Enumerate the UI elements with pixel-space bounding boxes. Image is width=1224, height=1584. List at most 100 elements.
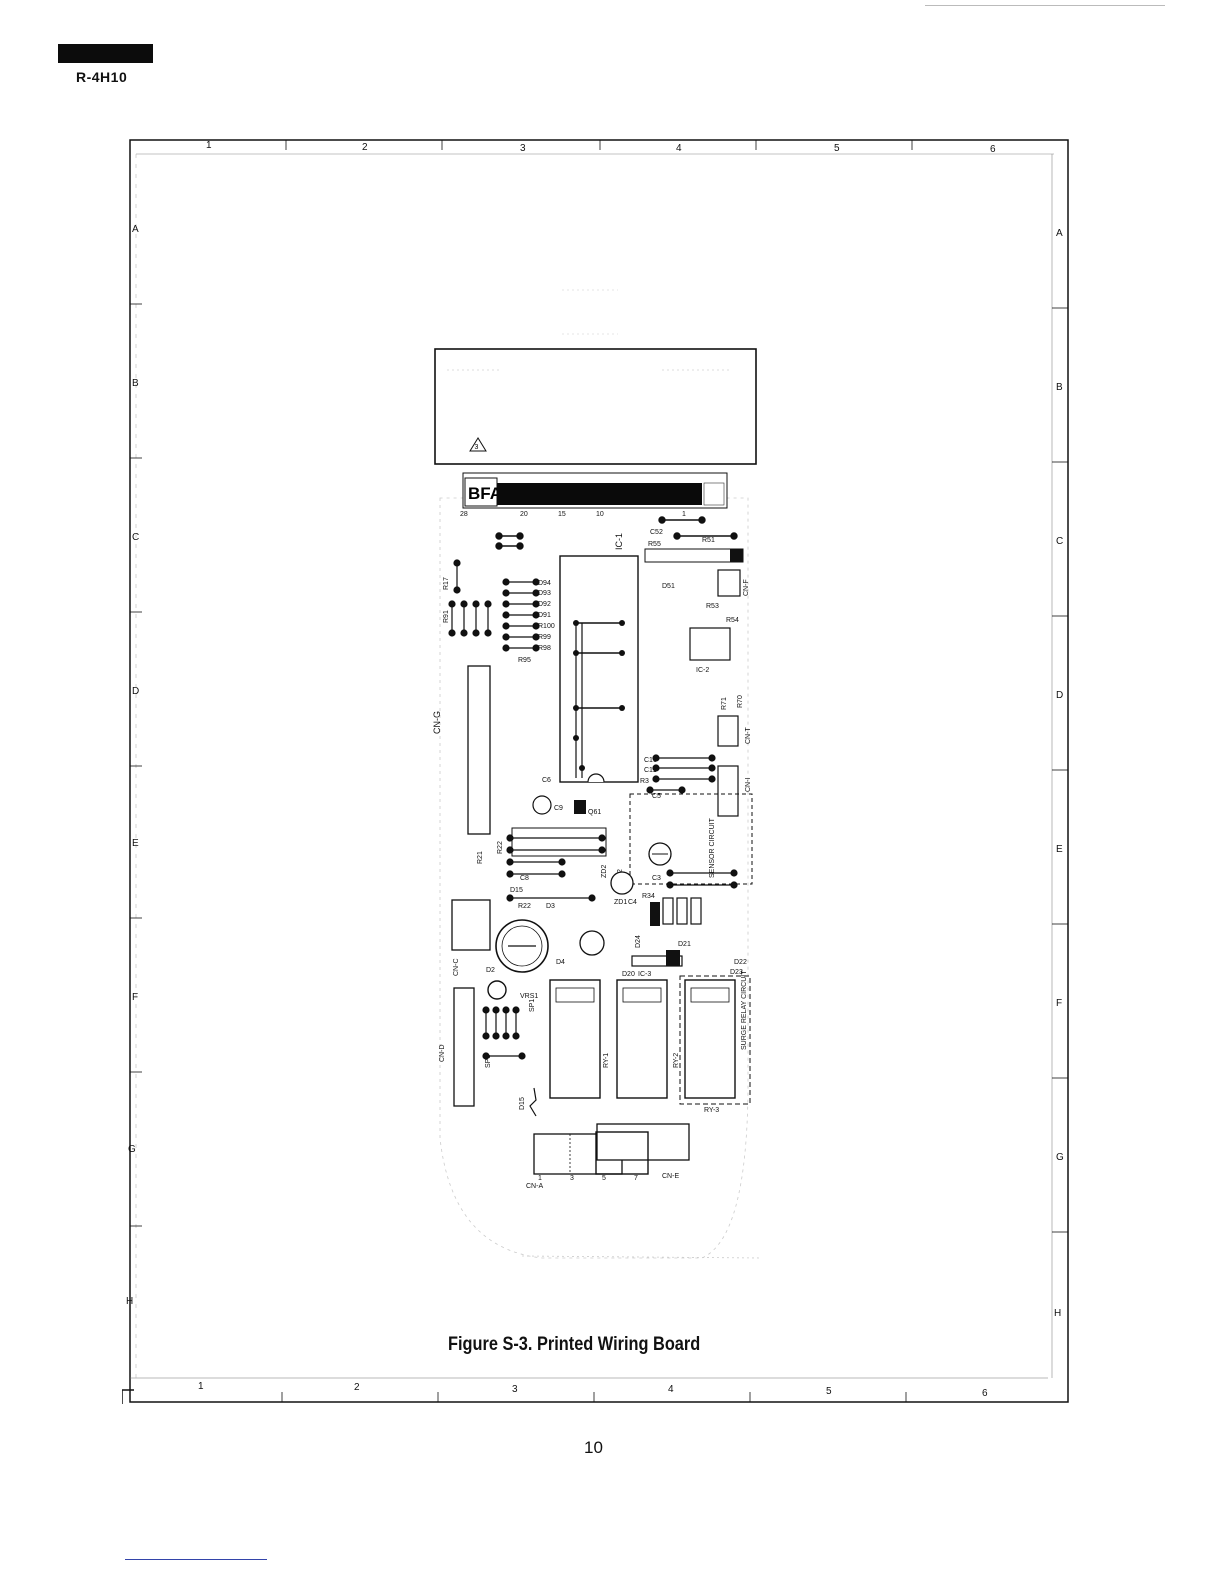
svg-text:D92: D92: [538, 601, 551, 608]
pwb-board: 3 BFA 28 20 15 10 1 IC-1: [432, 289, 763, 1259]
model-number: R-4H10: [76, 69, 128, 85]
relay-ry1: [549, 979, 601, 1099]
column-labels-bottom: 1 2 3 4 5 6: [198, 1381, 988, 1399]
svg-text:D4: D4: [556, 959, 565, 966]
svg-text:R70: R70: [737, 695, 744, 708]
cn-i-connector: [717, 765, 739, 817]
row-labels-right: A B C D E F G H: [1054, 228, 1064, 1319]
svg-text:C8: C8: [520, 875, 529, 882]
svg-text:D23: D23: [730, 969, 743, 976]
svg-text:5: 5: [602, 1175, 606, 1182]
col-label: 4: [668, 1384, 674, 1395]
bottom-link-line: [125, 1559, 267, 1560]
col-label: 1: [198, 1381, 204, 1392]
svg-text:C4: C4: [628, 899, 637, 906]
svg-text:C9: C9: [554, 805, 563, 812]
cn-c-connector: [451, 899, 491, 951]
col-label: 6: [982, 1388, 988, 1399]
fuse-f1: [487, 980, 507, 1000]
col-label: 2: [354, 1382, 360, 1393]
row-label: H: [126, 1296, 133, 1307]
svg-text:CN-C: CN-C: [453, 959, 460, 977]
row-label: B: [1056, 382, 1063, 393]
row-labels-left: A B C D E F G H: [126, 224, 139, 1307]
svg-text:CN-F: CN-F: [743, 579, 750, 596]
relay-ry2: [616, 979, 668, 1099]
svg-text:R95: R95: [518, 657, 531, 664]
diagram-frame: 1 2 3 4 5 6 1 2 3 4 5 6 A B C D E F G H: [122, 138, 1069, 1406]
display-connector-black-strip: [497, 483, 702, 505]
relay-ry1-label: RY-1: [603, 1053, 610, 1068]
svg-text:R99: R99: [538, 634, 551, 641]
col-label: 3: [512, 1384, 518, 1395]
caution-triangle-icon: 3: [469, 437, 487, 452]
cn-f-connector: [717, 569, 741, 597]
sensor-circuit-box: [629, 793, 753, 885]
cn-e-connector: [596, 1123, 690, 1161]
diode-bridge: [482, 1006, 526, 1060]
vertical-resistors: [448, 559, 492, 637]
svg-text:ZD1: ZD1: [614, 899, 627, 906]
svg-text:R34: R34: [642, 893, 655, 900]
row-label: H: [1054, 1308, 1061, 1319]
svg-text:20: 20: [520, 511, 528, 518]
col-label: 5: [826, 1386, 832, 1397]
svg-text:R54: R54: [726, 617, 739, 624]
relay-ry2-label: RY-2: [673, 1053, 680, 1068]
svg-text:D94: D94: [538, 580, 551, 587]
ic2-label: IC-2: [696, 667, 709, 674]
row-label: F: [1056, 998, 1062, 1009]
svg-text:D91: D91: [538, 612, 551, 619]
svg-text:10: 10: [596, 511, 604, 518]
svg-text:SENSOR CIRCUIT: SENSOR CIRCUIT: [709, 817, 716, 878]
row-label: D: [1056, 690, 1063, 701]
ic1-label: IC-1: [614, 533, 624, 550]
svg-text:3: 3: [570, 1175, 574, 1182]
outer-border: [129, 139, 1069, 1403]
svg-text:D20: D20: [622, 971, 635, 978]
display-window: [434, 348, 757, 465]
cn-d-connector: [453, 987, 475, 1107]
svg-text:SURGE RELAY CIRCUIT: SURGE RELAY CIRCUIT: [741, 970, 748, 1050]
svg-text:C10: C10: [644, 757, 657, 764]
row-label: E: [132, 838, 139, 849]
col-label: 3: [520, 143, 526, 154]
svg-text:R71: R71: [721, 697, 728, 710]
svg-text:D2: D2: [486, 967, 495, 974]
svg-text:C5: C5: [652, 793, 661, 800]
row-label: G: [1056, 1152, 1064, 1163]
ic2-package: [689, 627, 731, 661]
svg-text:ZD2: ZD2: [601, 865, 608, 878]
svg-text:R22: R22: [518, 903, 531, 910]
svg-text:28: 28: [460, 511, 468, 518]
svg-text:CN-I: CN-I: [745, 778, 752, 792]
page-number: 10: [584, 1438, 603, 1457]
figure-caption: Figure S-3. Printed Wiring Board: [448, 1334, 701, 1355]
row-label: G: [128, 1144, 136, 1155]
svg-text:15: 15: [558, 511, 566, 518]
cn-a-label: CN-A: [526, 1183, 543, 1190]
row-label: E: [1056, 844, 1063, 855]
svg-text:R22: R22: [497, 841, 504, 854]
svg-text:1: 1: [682, 511, 686, 518]
relay-ry3-label: RY-3: [704, 1107, 719, 1114]
svg-text:R55: R55: [648, 541, 661, 548]
ic3-package: [631, 955, 683, 967]
svg-text:R51: R51: [702, 537, 715, 544]
svg-text:3: 3: [475, 444, 479, 451]
svg-text:CN-T: CN-T: [745, 727, 752, 744]
svg-text:C52: C52: [650, 529, 663, 536]
pwb-diagram: 1 2 3 4 5 6 1 2 3 4 5 6 A B C D E F G H: [122, 139, 1069, 1404]
row-label: F: [132, 992, 138, 1003]
svg-text:R21: R21: [477, 851, 484, 864]
svg-text:7: 7: [634, 1175, 638, 1182]
row-label: D: [132, 686, 139, 697]
col-label: 6: [990, 144, 996, 155]
row-label: C: [132, 532, 139, 543]
header-black-bar: [58, 44, 153, 63]
svg-text:R17: R17: [443, 577, 450, 590]
column-labels-top: 1 2 3 4 5 6: [206, 140, 996, 155]
row-label: A: [1056, 228, 1063, 239]
svg-text:D3: D3: [546, 903, 555, 910]
cn-e-label: CN-E: [662, 1173, 679, 1180]
